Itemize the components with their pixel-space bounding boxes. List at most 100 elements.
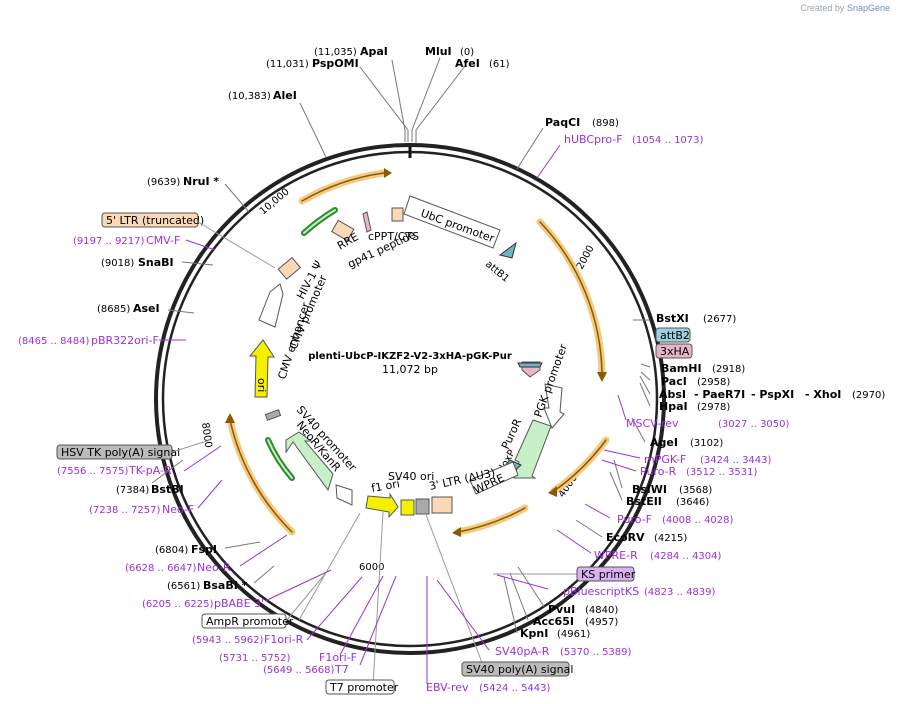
- primer-lines: [159, 144, 641, 684]
- site-name: BstXI: [656, 312, 689, 325]
- ampr-promoter-label: AmpR promoter: [206, 615, 294, 628]
- site-pos: (4215): [654, 533, 687, 544]
- boxed-features: attB2 3xHA KS primer SV40 poly(A) signal…: [56, 212, 693, 695]
- neor-arrow: [285, 431, 334, 492]
- map-length: 11,072 bp: [382, 363, 438, 376]
- site-pos: (2677): [703, 314, 736, 325]
- primers: hUBCpro-F (1054 .. 1073) MSCV-rev (3027 …: [18, 133, 790, 694]
- primer-name: pBluescriptKS: [563, 585, 639, 598]
- credit-brand: SnapGene: [846, 3, 890, 13]
- site-pos: (0): [460, 47, 474, 58]
- site-pos: (6561): [167, 581, 200, 592]
- primer-range: (4284 .. 4304): [650, 551, 722, 562]
- site-name: AfeI: [455, 57, 480, 70]
- site-name: MluI: [425, 45, 452, 58]
- primer-name: WPRE-R: [594, 549, 638, 562]
- site-name: AseI: [133, 302, 160, 315]
- primer-name: Neo-R: [197, 561, 231, 574]
- 3xha-box: [655, 343, 693, 359]
- site-name: PvuI: [548, 603, 575, 616]
- primer-name: hUBCpro-F: [564, 133, 623, 146]
- primer-name: T7: [334, 663, 349, 676]
- site-pos: (9018): [101, 258, 134, 269]
- primer-range: (5649 .. 5668): [263, 665, 335, 676]
- site-pos: (4961): [557, 629, 590, 640]
- map-title: plenti-UbcP-IKZF2-V2-3xHA-pGK-Pur: [308, 351, 512, 362]
- small-gray-box: [264, 409, 282, 421]
- site-name: - PspXI: [751, 388, 794, 401]
- site-name: BstEII: [626, 495, 662, 508]
- sv40-promoter-box: [335, 484, 353, 506]
- site-pos: (11,035): [314, 47, 357, 58]
- ltr5-label: 5' LTR (truncated): [106, 214, 204, 227]
- f1-ori-arrow: [365, 492, 399, 519]
- backbone-outer: [154, 143, 666, 655]
- credit-prefix: Created by: [800, 3, 845, 13]
- sv40ori-box: [415, 498, 430, 515]
- wpre-box: [469, 461, 519, 495]
- site-name: - PaeR7I: [694, 388, 745, 401]
- sites-left: (9639) NruI * (9018) SnaBI (8685) AseI (…: [97, 175, 248, 592]
- site-pos: (11,031): [266, 59, 309, 70]
- primer-range: (3512 .. 3531): [686, 467, 758, 478]
- site-name: FspI: [191, 543, 217, 556]
- site-pos: (4840): [585, 605, 618, 616]
- pgk-promoter-arrow: [543, 383, 565, 429]
- gp41-mark: [362, 211, 372, 233]
- primer-range: (5370 .. 5389): [560, 647, 632, 658]
- cmv-enhancer-label: CMV enhancer: [275, 300, 312, 381]
- puror-arrow: [513, 419, 552, 479]
- primer-range: (5943 .. 5962): [192, 635, 264, 646]
- t7-promoter-box: [325, 679, 395, 695]
- site-name: BstBI: [151, 483, 184, 496]
- primer-name: F1ori-R: [264, 633, 304, 646]
- site-name: AgeI: [650, 436, 678, 449]
- site-pos: (2958): [697, 377, 730, 388]
- site-name: BsiWI: [632, 483, 667, 496]
- sites-top: (11,035) ApaI (11,031) PspOMI MluI (0) A…: [228, 45, 619, 129]
- sites-right: BstXI (2677) BamHI (2918) PacI (2958) Ab…: [520, 312, 885, 640]
- primer-range: (6628 .. 6647): [125, 563, 197, 574]
- primer-range: (4823 .. 4839): [644, 587, 716, 598]
- site-name: HpaI: [659, 400, 688, 413]
- site-pos: (898): [592, 118, 619, 129]
- primer-name: MSCV-rev: [626, 417, 679, 430]
- ks-primer-box: [576, 566, 635, 582]
- primer-range: (6205 .. 6225): [142, 599, 214, 610]
- hsv-polya-label: HSV TK poly(A) signal: [61, 446, 180, 459]
- ltr3-box: [431, 496, 453, 514]
- primer-range: (3027 .. 3050): [718, 419, 790, 430]
- site-pos: (61): [489, 59, 510, 70]
- cppt-label: cPPT/CTS: [368, 230, 419, 243]
- site-pos: (6804): [155, 545, 188, 556]
- sv40-polya-label: SV40 poly(A) signal: [466, 663, 573, 676]
- hiv-box: [277, 256, 302, 280]
- sv40-polya-box: [461, 661, 570, 677]
- cppt-box: [391, 207, 404, 222]
- site-name: NruI *: [183, 175, 219, 188]
- primer-range: (5731 .. 5752): [219, 653, 291, 664]
- primer-range: (7238 .. 7257): [89, 505, 161, 516]
- site-pos: (8685): [97, 304, 130, 315]
- ori-label: ori: [255, 378, 268, 392]
- site-name: ApaI: [360, 45, 388, 58]
- puror-label: PuroR: [499, 416, 524, 451]
- primer-name: Puro-F: [617, 513, 652, 526]
- site-lines: [151, 57, 651, 687]
- attb2-box: [655, 327, 691, 343]
- primer-range: (7556 .. 7575): [57, 466, 129, 477]
- primer-range: (1054 .. 1073): [632, 135, 704, 146]
- site-pos: (10,383): [228, 91, 271, 102]
- rre-box: [331, 219, 355, 242]
- site-name: PaqCI: [545, 116, 580, 129]
- ks-primer-label: KS primer: [581, 568, 636, 581]
- ori-arrow: [248, 339, 275, 398]
- primer-range: (3424 .. 3443): [700, 455, 772, 466]
- primer-name: EBV-rev: [426, 681, 469, 694]
- site-name: AbsI: [659, 388, 686, 401]
- tick-2000: 2000: [575, 244, 597, 272]
- primer-name: Neo-F: [162, 503, 194, 516]
- primer-name: SV40pA-R: [495, 645, 550, 658]
- 3xha-label: 3xHA: [660, 345, 690, 358]
- primer-name: pBR322ori-F: [91, 334, 159, 347]
